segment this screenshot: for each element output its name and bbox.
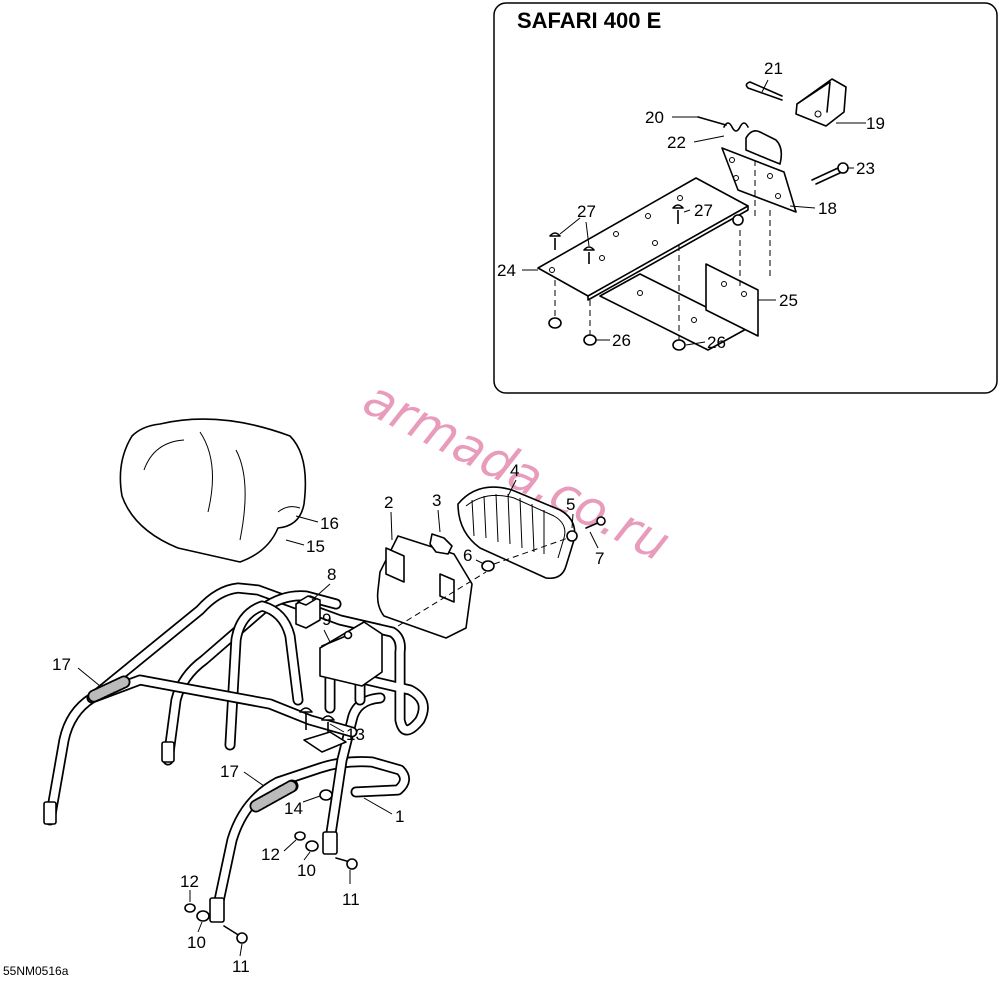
washer-part-12a (294, 831, 306, 841)
callout-2: 2 (384, 493, 393, 512)
nut-part-6 (481, 560, 495, 572)
callout-17a: 17 (52, 655, 71, 674)
plate-part-18 (721, 147, 797, 213)
screw-part-9 (321, 635, 347, 647)
tube-end-rear (322, 831, 338, 855)
bracket-part-19 (795, 78, 847, 127)
callout-12b: 12 (180, 872, 199, 891)
bolt-part-11b (223, 925, 241, 937)
cotter-pin-part-21 (745, 81, 783, 101)
inset-panel: SAFARI 400 E (493, 2, 998, 394)
callout-9: 9 (322, 610, 331, 629)
callout-25: 25 (779, 291, 798, 310)
tube-end-left (43, 801, 57, 825)
callout-6: 6 (463, 546, 472, 565)
callout-10b: 10 (187, 933, 206, 952)
lens-part-4 (457, 486, 576, 580)
gasket-part-5 (566, 530, 578, 542)
pin-part-20 (697, 116, 727, 126)
plate-part-13 (303, 731, 347, 753)
callout-11b: 11 (232, 957, 250, 976)
callout-14: 14 (284, 799, 303, 818)
callout-19: 19 (866, 114, 885, 133)
callout-26a: 26 (612, 331, 631, 350)
callout-15: 15 (306, 537, 325, 556)
nut-part-10b (196, 910, 210, 922)
bolt-part-23 (811, 167, 843, 185)
callout-21: 21 (764, 59, 783, 78)
callout-22: 22 (667, 133, 686, 152)
callout-10a: 10 (297, 861, 316, 880)
tube-end-front (209, 897, 225, 923)
callout-7: 7 (595, 549, 604, 568)
light-bracket-plate (319, 621, 383, 687)
callout-4: 4 (510, 461, 519, 480)
callout-24: 24 (497, 261, 516, 280)
callout-17b: 17 (220, 762, 239, 781)
nut-part-26c (672, 339, 686, 351)
bulb-part-3 (429, 533, 453, 555)
callout-3: 3 (432, 491, 441, 510)
callout-27a: 27 (577, 202, 596, 221)
nut-part-10a (305, 840, 319, 852)
nut-part-14 (319, 789, 333, 801)
spring-part-22 (723, 122, 749, 132)
carriage-bolt-part-27b (583, 246, 595, 264)
hinge-part (745, 130, 783, 165)
main-assembly: 4 2 3 5 16 15 7 6 8 9 17 13 17 14 1 12 1… (43, 418, 606, 976)
callout-12a: 12 (261, 845, 280, 864)
inset-frame (493, 2, 998, 394)
bolt-part-13a (299, 707, 313, 730)
carriage-bolt-part-27c (672, 204, 684, 224)
callout-5: 5 (566, 495, 575, 514)
callout-27b: 27 (694, 201, 713, 220)
inset-title: SAFARI 400 E (517, 8, 661, 33)
tube-end-mid (161, 741, 175, 763)
callout-8: 8 (327, 565, 336, 584)
backrest-cushion-part-15 (119, 418, 307, 563)
nut-part-26b (583, 334, 597, 346)
figure-code: 55NM0516a (3, 964, 69, 978)
callout-16: 16 (320, 514, 339, 533)
callout-18: 18 (818, 199, 837, 218)
callout-1: 1 (395, 807, 404, 826)
nut-part-26a (548, 317, 562, 329)
callout-26b: 26 (707, 333, 726, 352)
washer-part-12b (184, 903, 196, 913)
carriage-bolt-part-27a (549, 232, 561, 250)
callout-11a: 11 (342, 890, 360, 909)
callout-23: 23 (856, 159, 875, 178)
callout-13: 13 (346, 725, 365, 744)
callout-20: 20 (645, 108, 664, 127)
